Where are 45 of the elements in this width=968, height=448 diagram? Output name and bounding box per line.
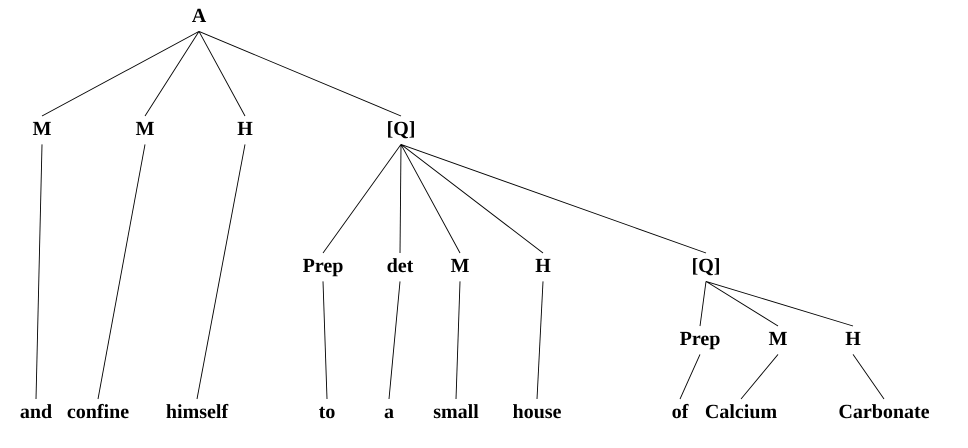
tree-line <box>400 144 460 254</box>
tree-label: H <box>536 258 550 272</box>
tree-label: Prep <box>302 258 343 276</box>
tree-line <box>196 144 246 400</box>
tree-line <box>852 354 884 400</box>
tree-line <box>36 144 42 400</box>
tree-line <box>400 144 706 254</box>
tree-line <box>322 144 402 254</box>
tree-line <box>198 30 246 116</box>
tree-label: det <box>388 258 414 272</box>
tree-line <box>322 280 328 400</box>
tree-label: M <box>32 122 51 135</box>
word-label: himself <box>166 404 228 418</box>
tree-label: H <box>846 332 860 345</box>
word-label: and <box>20 404 52 418</box>
tree-label: H <box>238 122 252 135</box>
tree-line <box>144 30 200 116</box>
tree-label: Prep <box>680 332 720 350</box>
tree-line <box>98 144 146 400</box>
tree-line <box>456 280 460 400</box>
word-label: Calcium <box>706 404 777 418</box>
tree-label: M <box>136 122 154 135</box>
tree-label: [Q] <box>388 121 414 138</box>
tree-label: M <box>450 258 469 272</box>
tree-line <box>42 30 200 116</box>
tree-line <box>740 354 778 400</box>
tree-label: A <box>192 8 206 22</box>
tree-label: [Q] <box>693 258 719 276</box>
word-label: to <box>319 406 335 418</box>
tree-line <box>400 144 402 254</box>
tree-line <box>700 280 706 326</box>
tree-line <box>706 280 854 326</box>
tree-line <box>198 30 402 116</box>
word-label: of <box>672 404 689 418</box>
tree-line <box>388 280 400 400</box>
word-label: a <box>384 408 394 418</box>
tree-line <box>400 144 544 254</box>
word-label: confine <box>68 404 129 418</box>
word-label: Carbonate <box>839 404 930 418</box>
tree-line <box>680 354 700 400</box>
word-label: small <box>434 404 478 418</box>
tree-label: M <box>768 332 787 345</box>
tree-line <box>536 280 544 400</box>
tree-line <box>706 280 778 326</box>
word-label: house <box>513 404 561 418</box>
